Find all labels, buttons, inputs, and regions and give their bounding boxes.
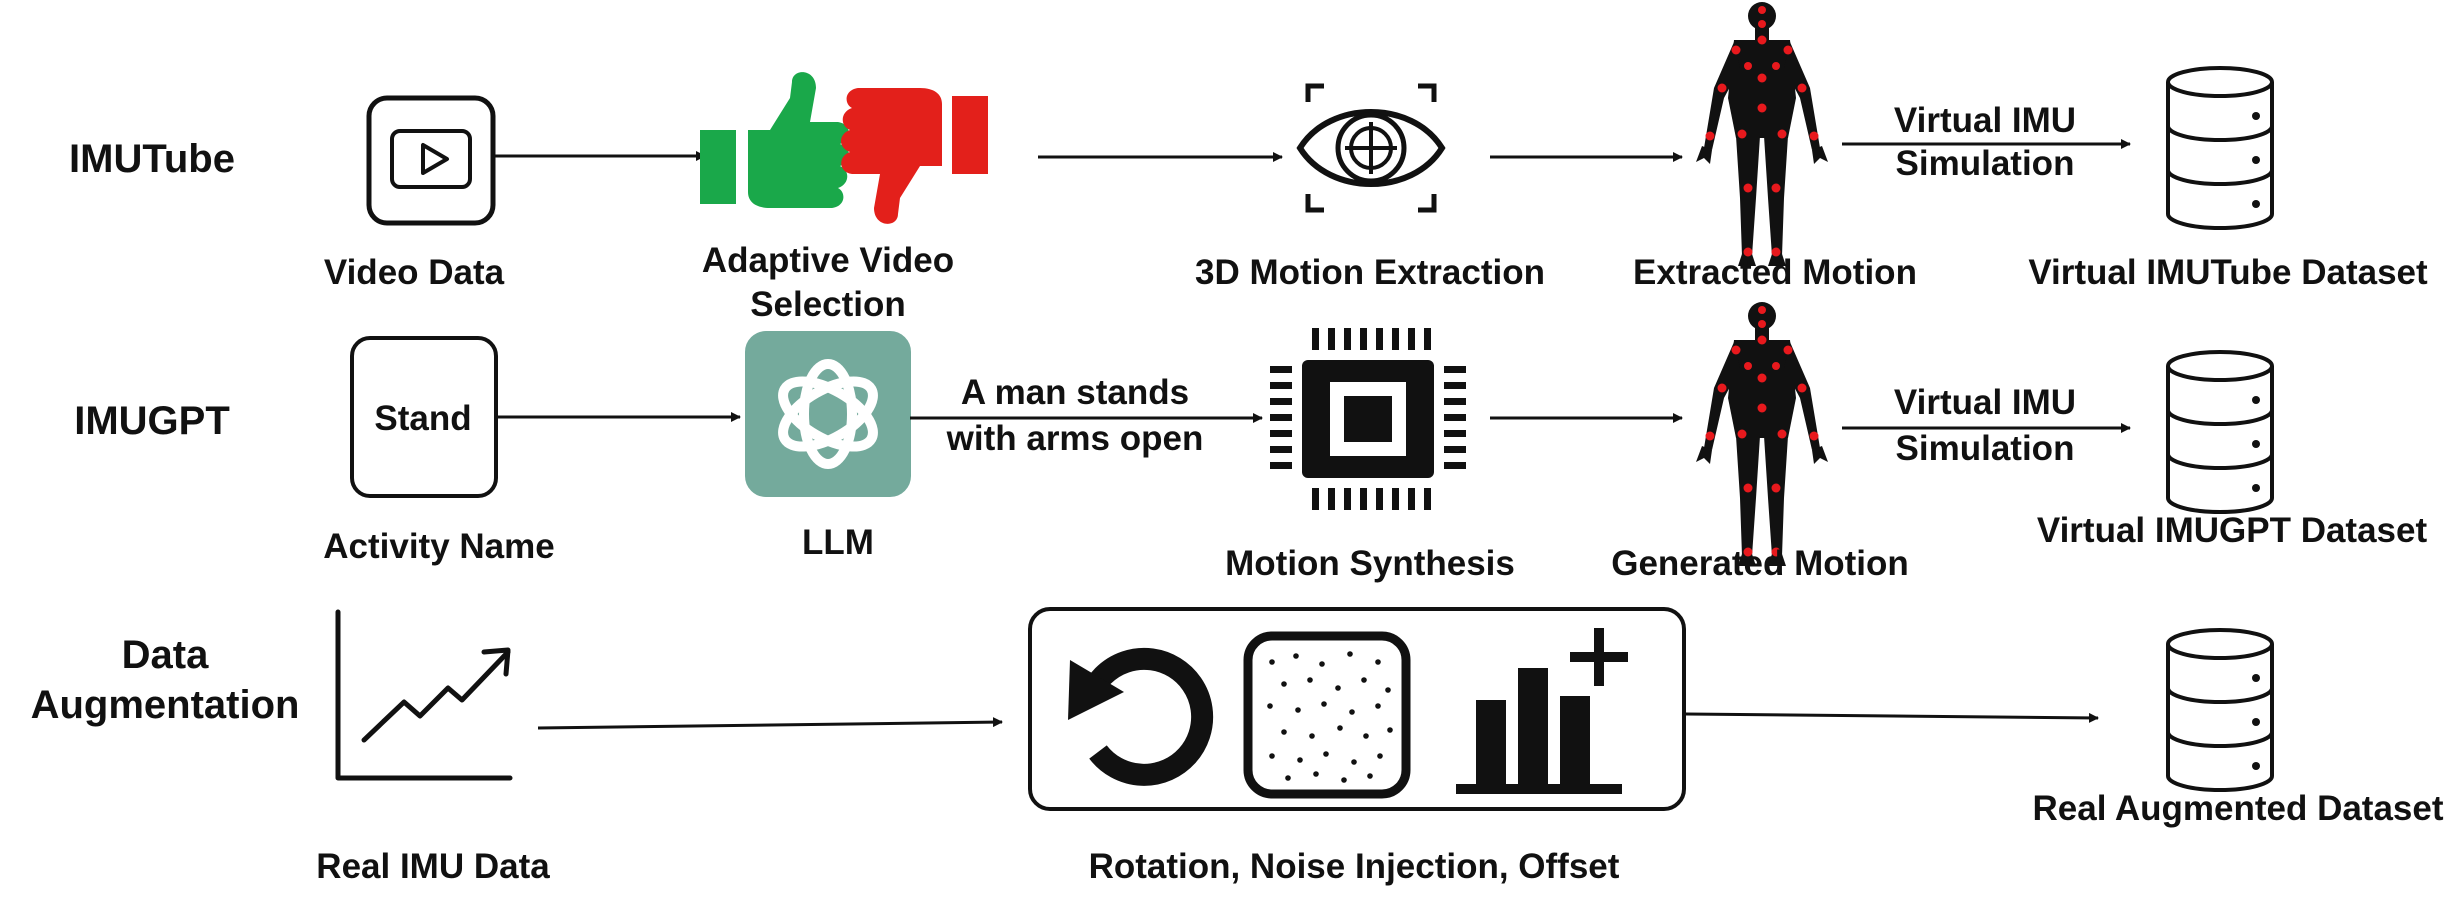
row-label-imugpt: IMUGPT [74,399,230,443]
offset-bar-icon [1456,628,1628,794]
caption-video-data: Video Data [324,253,505,292]
caption-activity-name: Activity Name [323,527,554,566]
human-body-icon [1696,302,1828,566]
rotation-icon [1068,647,1214,786]
human-body-icon [1696,2,1828,266]
caption-real-augmented-dataset: Real Augmented Dataset [2032,789,2443,828]
database-icon [2166,628,2274,792]
sim-label-imutube-line2: Simulation [1896,144,2075,183]
caption-selection-line2: Selection [750,285,906,324]
caption-virtual-imugpt-dataset: Virtual IMUGPT Dataset [2037,511,2428,550]
caption-3d-motion-extraction: 3D Motion Extraction [1195,253,1545,292]
caption-real-imu-data: Real IMU Data [316,847,550,886]
sim-label-imutube-line1: Virtual IMU [1894,101,2076,140]
sim-label-imugpt-line2: Simulation [1896,429,2075,468]
activity-name-box [350,336,498,498]
caption-generated-motion: Generated Motion [1611,544,1909,583]
caption-augmentation-methods: Rotation, Noise Injection, Offset [1089,847,1620,886]
database-icon [2166,350,2274,514]
thumbs-up-icon [700,72,849,209]
caption-llm: LLM [802,523,874,562]
arrow-augmentation-to-dataset [1685,712,2099,723]
row-label-imutube: IMUTube [69,137,235,181]
prompt-line1: A man stands [961,373,1189,412]
row-label-augmentation-line2: Augmentation [31,683,300,727]
caption-selection-line1: Adaptive Video [702,241,954,280]
chip-icon [1270,328,1466,510]
video-play-icon [366,95,496,226]
prompt-line2: with arms open [946,419,1204,458]
database-icon [2166,66,2274,230]
sim-label-imugpt-line1: Virtual IMU [1894,383,2076,422]
caption-extracted-motion: Extracted Motion [1633,253,1917,292]
caption-motion-synthesis: Motion Synthesis [1225,544,1515,583]
caption-virtual-imutube-dataset: Virtual IMUTube Dataset [2028,253,2428,292]
llm-logo-icon [745,331,911,497]
arrow-data-to-augmentation [537,717,1003,730]
row-label-augmentation-line1: Data [122,633,209,677]
activity-name-value: Stand [374,399,471,438]
eye-target-icon [1296,83,1446,213]
line-chart-icon [335,609,513,781]
thumbs-down-icon [841,88,988,224]
noise-icon [1243,631,1411,799]
